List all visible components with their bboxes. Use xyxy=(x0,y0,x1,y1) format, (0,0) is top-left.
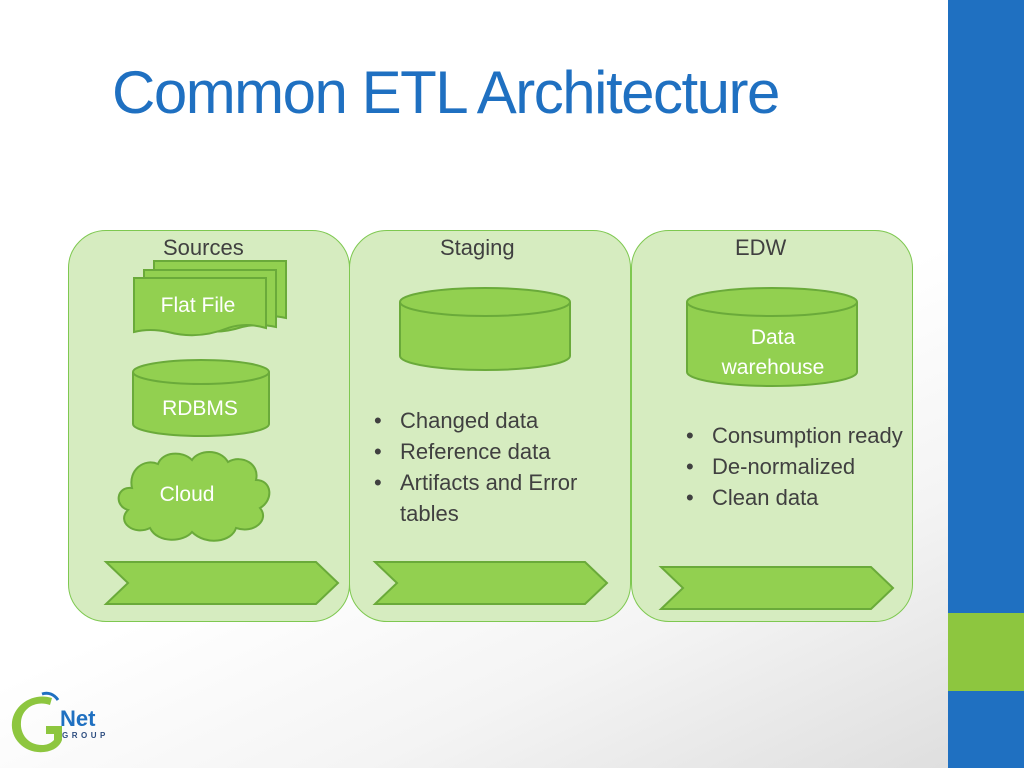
logo-wordmark: Net xyxy=(60,706,96,731)
staging-bullet-list: Changed data Reference data Artifacts an… xyxy=(368,405,620,529)
sources-panel-title: Sources xyxy=(163,235,244,260)
edw-flow-arrow-icon xyxy=(658,566,895,610)
list-item: Changed data xyxy=(368,405,620,436)
staging-database-icon xyxy=(399,287,571,371)
list-item: Reference data xyxy=(368,436,620,467)
rdbms-database-icon xyxy=(132,359,270,437)
flat-file-label: Flat File xyxy=(160,294,236,317)
edw-panel-title: EDW xyxy=(735,235,787,260)
staging-panel-title: Staging xyxy=(440,235,515,260)
side-accent-bar-bottom xyxy=(948,691,1024,768)
data-warehouse-database-icon xyxy=(686,287,858,387)
data-warehouse-label-line2: warehouse xyxy=(721,356,825,379)
staging-flow-arrow-icon xyxy=(372,561,609,605)
flat-file-icon xyxy=(133,260,287,337)
list-item: De-normalized xyxy=(680,451,912,482)
rdbms-label: RDBMS xyxy=(162,397,238,420)
data-warehouse-label-line1: Data xyxy=(750,326,796,349)
list-item: Clean data xyxy=(680,482,912,513)
list-item: Consumption ready xyxy=(680,420,912,451)
list-item: Artifacts and Error tables xyxy=(368,467,620,529)
cloud-label: Cloud xyxy=(159,483,215,506)
side-accent-bar-middle xyxy=(948,613,1024,691)
data-warehouse-label: Data warehouse xyxy=(687,323,859,383)
slide-title: Common ETL Architecture xyxy=(112,59,780,126)
cloud-icon xyxy=(117,451,271,542)
sources-flow-arrow-icon xyxy=(103,561,340,605)
edw-bullet-list: Consumption ready De-normalized Clean da… xyxy=(680,420,912,513)
logo-subtext: GROUP xyxy=(62,731,109,740)
gnet-logo-icon xyxy=(11,691,62,753)
side-accent-bar-top xyxy=(948,0,1024,613)
